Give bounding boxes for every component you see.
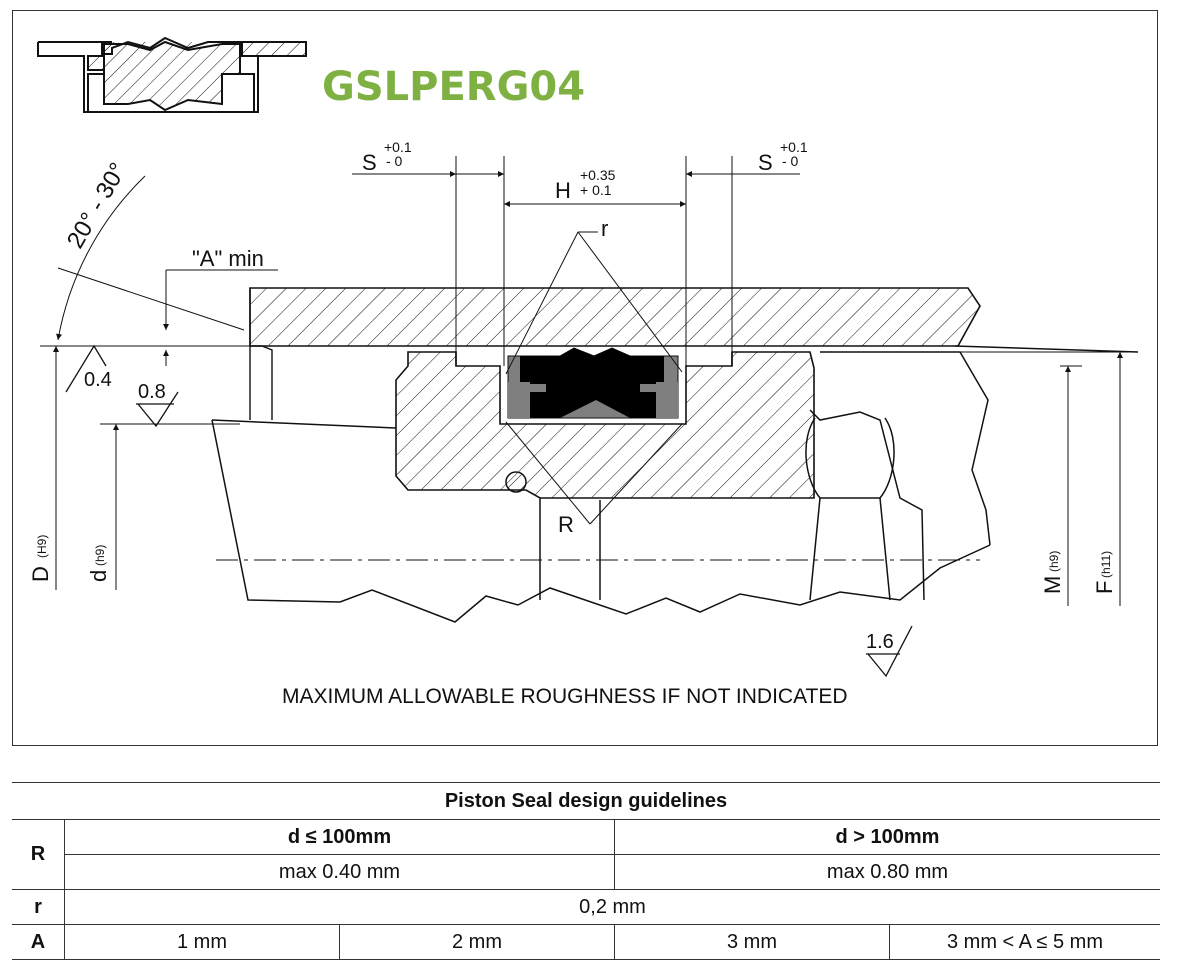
roughness-note: MAXIMUM ALLOWABLE ROUGHNESS IF NOT INDIC…	[282, 685, 848, 708]
o-ring	[505, 471, 527, 493]
piston-body	[395, 351, 815, 499]
m-fit: (h9)	[1047, 551, 1061, 572]
rod-section	[211, 345, 1139, 623]
bore-d-label: D	[28, 566, 53, 582]
s-right-tol-upper: +0.1	[780, 139, 808, 155]
s-left-tol-upper: +0.1	[384, 139, 412, 155]
r-col1-header: d ≤ 100mm	[64, 819, 615, 855]
seal-groove-drawing: GSLPERG04	[28, 36, 1139, 708]
a-value-2: 2 mm	[339, 924, 615, 960]
s-right-tol-lower: - 0	[782, 153, 799, 169]
f-label: F	[1092, 581, 1117, 594]
a-value-4: 3 mm < A ≤ 5 mm	[889, 924, 1160, 960]
a-min-label: "A" min	[192, 246, 264, 271]
drawing-frame	[12, 10, 1158, 746]
bore-d-fit: (H9)	[35, 535, 49, 558]
f-fit: (h11)	[1099, 551, 1113, 578]
h-tol-lower: + 0.1	[580, 182, 612, 198]
small-r-label: r	[601, 216, 608, 241]
reference-lines	[40, 156, 1138, 425]
r-row-label: R	[12, 819, 65, 890]
profile-code-label: GSLPERG04	[322, 64, 585, 110]
piston-seal	[507, 347, 679, 419]
s-left-tol-lower: - 0	[386, 153, 403, 169]
a-value-1: 1 mm	[64, 924, 340, 960]
s-left-label: S	[362, 150, 377, 175]
roughness-16-label: 1.6	[866, 631, 894, 653]
roughness-symbols	[65, 344, 913, 678]
design-guidelines-table: Piston Seal design guidelines R d ≤ 100m…	[12, 782, 1160, 960]
roughness-04-label: 0.4	[84, 369, 112, 391]
rod-d-label: d	[86, 570, 111, 582]
h-tol-upper: +0.35	[580, 167, 616, 183]
roughness-08-label: 0.8	[138, 381, 166, 403]
table-title: Piston Seal design guidelines	[12, 782, 1160, 820]
cylinder-body	[249, 287, 981, 420]
rod-d-fit: (h9)	[93, 545, 107, 566]
r-col1-value: max 0.40 mm	[64, 854, 615, 890]
a-row-label: A	[12, 924, 65, 960]
s-right-label: S	[758, 150, 773, 175]
m-label: M	[1040, 576, 1065, 594]
large-r-label: R	[558, 512, 574, 537]
small-r-row-label: r	[12, 889, 65, 925]
r-col2-value: max 0.80 mm	[614, 854, 1160, 890]
chamfer-angle-label: 20° - 30°	[62, 158, 132, 253]
r-col2-header: d > 100mm	[614, 819, 1160, 855]
h-label: H	[555, 178, 571, 203]
a-value-3: 3 mm	[614, 924, 890, 960]
seal-profile-icon	[37, 36, 307, 113]
small-r-value: 0,2 mm	[64, 889, 1160, 925]
dimension-lines	[53, 171, 1123, 606]
